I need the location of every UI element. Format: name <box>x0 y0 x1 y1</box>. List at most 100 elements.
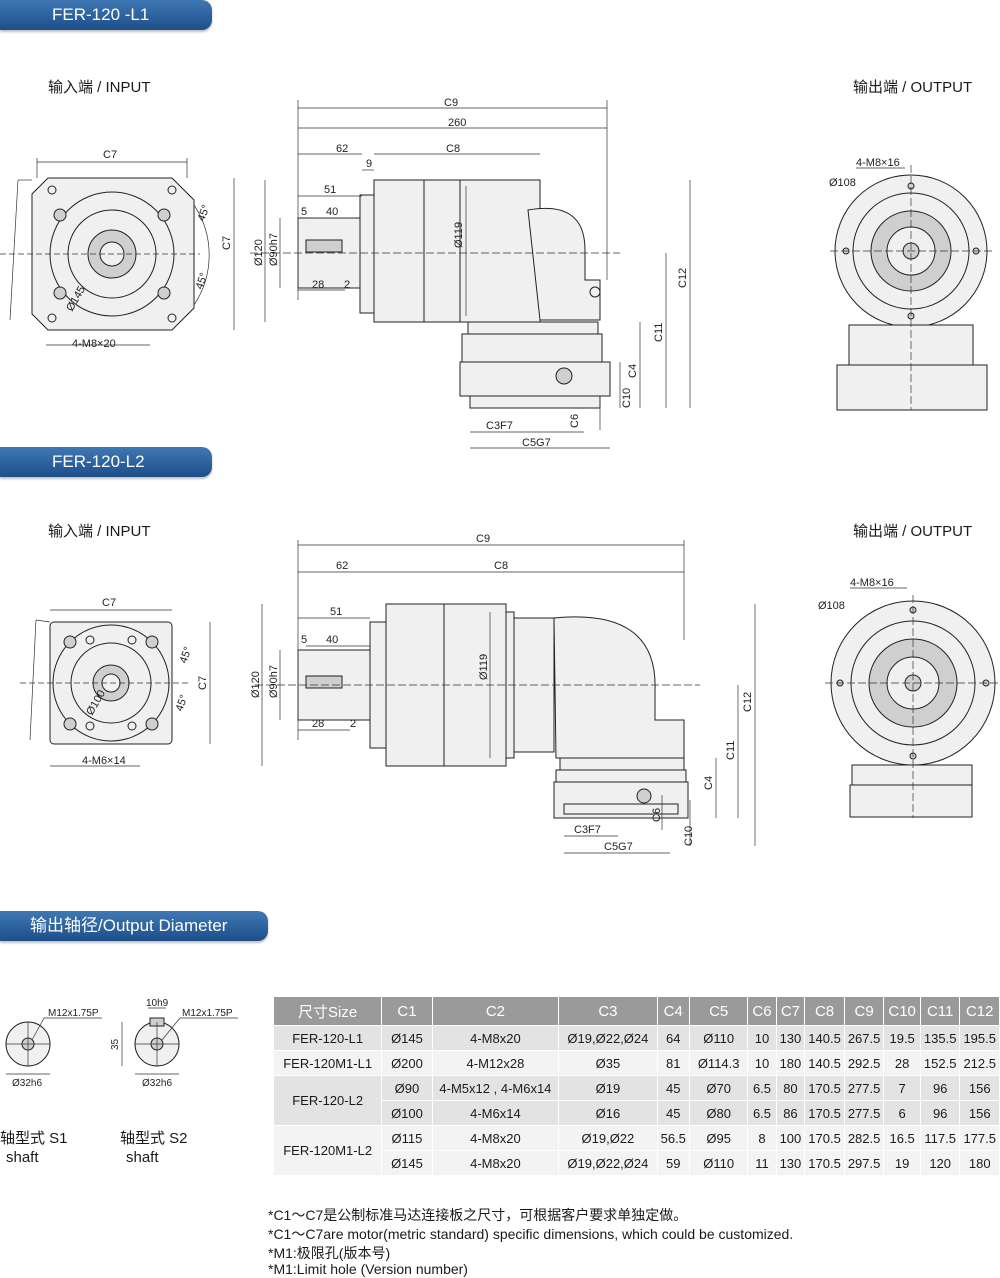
s1-dia: Ø32h6 <box>12 1078 42 1089</box>
l2-m-out: 4-M8×16 <box>850 577 894 589</box>
s2-key: 10h9 <box>146 998 169 1009</box>
table-cell: 6.5 <box>747 1075 777 1101</box>
section-banner-output-diameter: 输出轴径/Output Diameter <box>0 911 268 941</box>
l1-d108: Ø108 <box>829 177 856 189</box>
l2-d119: Ø119 <box>478 654 490 680</box>
table-cell: 170.5 <box>804 1150 845 1176</box>
table-cell: 135.5 <box>919 1025 961 1051</box>
col-c6: C6 <box>747 996 777 1026</box>
table-cell: 267.5 <box>843 1025 885 1051</box>
table-cell: 130 <box>775 1025 806 1051</box>
s1-name: 轴型式 S1 <box>0 1130 68 1147</box>
table-cell: 170.5 <box>804 1100 845 1126</box>
s2-len: 35 <box>110 1038 121 1050</box>
l2-c5: C5G7 <box>604 841 633 853</box>
table-cell: 170.5 <box>804 1075 845 1101</box>
l1-40-label: 40 <box>326 206 338 218</box>
s2-thread: M12x1.75P <box>182 1008 233 1019</box>
table-cell: 292.5 <box>843 1050 885 1076</box>
table-cell: Ø90 <box>381 1075 433 1101</box>
l2-28-label: 28 <box>312 718 324 730</box>
l1-c5: C5G7 <box>522 437 551 449</box>
table-cell: 16.5 <box>883 1125 921 1151</box>
l2-c7-side: C7 <box>197 676 209 690</box>
note-2: *C1～C7are motor(metric standard) specifi… <box>268 1226 794 1242</box>
table-row: Ø100 4-M6x14 Ø16 45 Ø80 6.5 86 170.5 277… <box>274 1100 1000 1126</box>
table-cell: 96 <box>919 1100 961 1126</box>
table-cell: 19.5 <box>883 1025 921 1051</box>
table-cell: 28 <box>883 1050 921 1076</box>
l2-drawings: C7 C7 45° 45° Ø100 4-M6×14 <box>20 533 1000 854</box>
table-cell: Ø145 <box>381 1025 433 1051</box>
l2-output-label: 输出端 / OUTPUT <box>853 523 973 540</box>
l1-side-view: C9 260 62 9 C8 51 5 40 Ø120 Ø90h7 Ø119 2… <box>250 97 691 449</box>
l1-input-label: 输入端 / INPUT <box>48 79 151 96</box>
col-c5: C5 <box>688 996 749 1026</box>
row-size: FER-120-L2 <box>272 1075 383 1126</box>
table-cell: 45 <box>656 1075 690 1101</box>
table-cell: 212.5 <box>959 1050 1000 1076</box>
note-1: *C1～C7是公制标准马达连接板之尺寸，可根据客户要求单独定做。 <box>268 1207 688 1223</box>
l2-angle-top: 45° <box>178 645 195 665</box>
l2-d108: Ø108 <box>818 600 845 612</box>
col-c2: C2 <box>431 996 560 1026</box>
table-row: FER-120-L2 Ø90 4-M5x12 , 4-M6x14 Ø19 45 … <box>272 1075 1000 1126</box>
table-cell: 156 <box>959 1100 1000 1126</box>
l2-c4: C4 <box>703 776 715 790</box>
shaft-s1: M12x1.75P Ø32h6 <box>5 1008 102 1089</box>
row-size: FER-120-L1 <box>272 1025 383 1051</box>
table-row: Ø145 4-M8x20 Ø19,Ø22,Ø24 59 Ø110 11 130 … <box>274 1150 1000 1176</box>
table-cell: 7 <box>883 1075 921 1101</box>
l2-62-label: 62 <box>336 560 348 572</box>
l1-output-label: 输出端 / OUTPUT <box>853 79 973 96</box>
table-cell: 4-M12x28 <box>431 1050 560 1076</box>
table-cell: Ø16 <box>558 1100 658 1126</box>
l2-c10: C10 <box>683 826 695 846</box>
l1-m-out: 4-M8×16 <box>856 157 900 169</box>
l2-d90: Ø90h7 <box>268 665 280 698</box>
table-cell: 86 <box>775 1100 806 1126</box>
table-cell: 59 <box>656 1150 690 1176</box>
l1-2-label: 2 <box>344 279 350 291</box>
col-c1: C1 <box>381 996 433 1026</box>
l2-c6: C6 <box>651 808 663 822</box>
table-row: FER-120M1-L1 Ø200 4-M12x28 Ø35 81 Ø114.3… <box>272 1050 1000 1076</box>
table-cell: Ø19 <box>558 1075 658 1101</box>
section-banner-l2: FER-120-L2 <box>0 447 212 477</box>
l1-d120: Ø120 <box>253 239 265 266</box>
table-cell: Ø110 <box>688 1025 749 1051</box>
l1-output-view: 4-M8×16 Ø108 <box>829 157 995 411</box>
l2-c7-top: C7 <box>102 597 116 609</box>
l1-c6: C6 <box>569 414 581 428</box>
table-cell: 8 <box>747 1125 777 1151</box>
l1-c8-label: C8 <box>446 143 460 155</box>
row-size: FER-120M1-L2 <box>272 1125 383 1176</box>
col-c7: C7 <box>775 996 806 1026</box>
l1-260-label: 260 <box>448 117 466 129</box>
l2-side-view: C9 62 C8 51 5 40 Ø120 Ø90h7 Ø119 28 2 C1… <box>250 533 756 854</box>
col-size: 尺寸Size <box>272 996 383 1026</box>
l1-51-label: 51 <box>324 184 336 196</box>
s2-name: 轴型式 S2 <box>120 1130 188 1147</box>
table-cell: 4-M6x14 <box>431 1100 560 1126</box>
l2-title: FER-120-L2 <box>52 452 145 471</box>
table-cell: 4-M8x20 <box>431 1025 560 1051</box>
l1-5-label: 5 <box>301 206 307 218</box>
l2-c11: C11 <box>725 741 737 760</box>
col-c3: C3 <box>558 996 658 1026</box>
l2-input-label: 输入端 / INPUT <box>48 523 151 540</box>
table-cell: Ø114.3 <box>688 1050 749 1076</box>
table-cell: Ø95 <box>688 1125 749 1151</box>
table-cell: 45 <box>656 1100 690 1126</box>
l1-62-label: 62 <box>336 143 348 155</box>
l1-angle-bottom: 45° <box>194 271 211 291</box>
l1-c10: C10 <box>621 388 633 408</box>
table-cell: 140.5 <box>804 1025 845 1051</box>
s1-thread: M12x1.75P <box>48 1008 99 1019</box>
l2-c9-label: C9 <box>476 533 490 545</box>
l2-output-view: 4-M8×16 Ø108 <box>818 577 1000 818</box>
table-cell: Ø19,Ø22,Ø24 <box>558 1025 658 1051</box>
l1-title: FER-120 -L1 <box>52 5 150 24</box>
table-cell: 81 <box>656 1050 690 1076</box>
l1-9-label: 9 <box>366 158 372 170</box>
